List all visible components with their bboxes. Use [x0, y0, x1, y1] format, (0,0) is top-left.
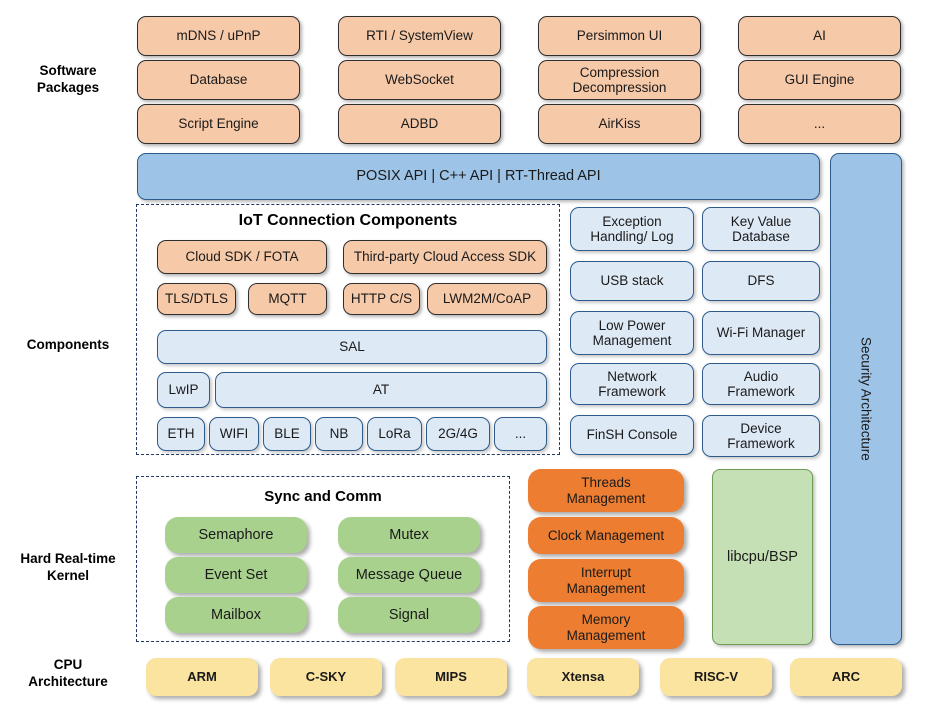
kernel-sync-box[interactable]: Message Queue [338, 557, 480, 593]
iot-connection-components-title: IoT Connection Components [238, 212, 458, 229]
kernel-sync-box[interactable]: Mailbox [165, 597, 307, 633]
libcpu-bsp-box[interactable]: libcpu/BSP [712, 469, 813, 645]
package-box[interactable]: Persimmon UI [538, 16, 701, 56]
kernel-management-box[interactable]: Clock Management [528, 517, 684, 554]
package-box[interactable]: AI [738, 16, 901, 56]
iot-box[interactable]: ... [494, 417, 547, 451]
component-box[interactable]: FinSH Console [570, 415, 694, 455]
cpu-arch-box[interactable]: ARC [790, 658, 902, 696]
kernel-sync-box[interactable]: Signal [338, 597, 480, 633]
iot-box[interactable]: NB [315, 417, 363, 451]
kernel-sync-box[interactable]: Event Set [165, 557, 307, 593]
iot-box[interactable]: ETH [157, 417, 205, 451]
iot-box[interactable]: LoRa [367, 417, 422, 451]
cpu-arch-box[interactable]: RISC-V [660, 658, 772, 696]
sync-and-comm-group [136, 476, 510, 642]
package-box[interactable]: Database [137, 60, 300, 100]
package-box[interactable]: ... [738, 104, 901, 144]
api-bar: POSIX API | C++ API | RT-Thread API [137, 153, 820, 200]
package-box[interactable]: ADBD [338, 104, 501, 144]
security-architecture-label: Security Architecture [858, 337, 874, 461]
package-box[interactable]: GUI Engine [738, 60, 901, 100]
iot-connection-components-group [136, 204, 560, 455]
security-architecture-bar: Security Architecture [830, 153, 902, 645]
component-box[interactable]: USB stack [570, 261, 694, 301]
component-box[interactable]: DFS [702, 261, 820, 301]
package-box[interactable]: WebSocket [338, 60, 501, 100]
component-box[interactable]: Wi-Fi Manager [702, 311, 820, 355]
cpu-arch-box[interactable]: ARM [146, 658, 258, 696]
iot-box[interactable]: Third-party Cloud Access SDK [343, 240, 547, 274]
cpu-arch-box[interactable]: C-SKY [270, 658, 382, 696]
iot-box[interactable]: LwIP [157, 372, 210, 408]
package-box[interactable]: Script Engine [137, 104, 300, 144]
package-box[interactable]: RTI / SystemView [338, 16, 501, 56]
iot-box[interactable]: BLE [263, 417, 311, 451]
package-box[interactable]: AirKiss [538, 104, 701, 144]
iot-box[interactable]: AT [215, 372, 547, 408]
cpu-arch-box[interactable]: MIPS [395, 658, 507, 696]
package-box[interactable]: mDNS / uPnP [137, 16, 300, 56]
iot-box[interactable]: MQTT [248, 283, 327, 315]
kernel-sync-box[interactable]: Semaphore [165, 517, 307, 553]
cpu-arch-box[interactable]: Xtensa [527, 658, 639, 696]
iot-box[interactable]: WIFI [209, 417, 259, 451]
sync-and-comm-title: Sync and Comm [264, 488, 382, 505]
row-label-components: Components [26, 337, 110, 352]
iot-sal-box[interactable]: SAL [157, 330, 547, 364]
iot-box[interactable]: TLS/DTLS [157, 283, 236, 315]
kernel-sync-box[interactable]: Mutex [338, 517, 480, 553]
iot-box[interactable]: Cloud SDK / FOTA [157, 240, 327, 274]
iot-box[interactable]: HTTP C/S [343, 283, 420, 315]
iot-box[interactable]: 2G/4G [426, 417, 490, 451]
iot-box[interactable]: LWM2M/CoAP [427, 283, 547, 315]
